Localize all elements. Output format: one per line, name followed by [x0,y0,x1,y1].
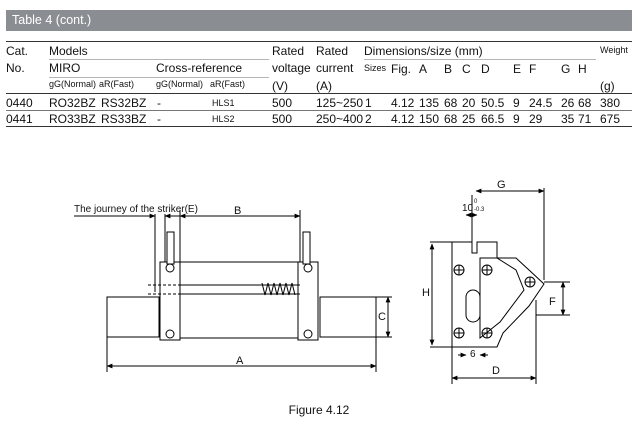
row-1-g: 26 [561,96,575,110]
dim-label-h: H [422,287,430,299]
row-1-ar: RS32BZ [101,96,147,110]
dim-tolerance-lower: -0.3 [474,207,485,213]
side-view [74,210,392,372]
dim-label-g: G [497,179,506,191]
row-2-e: 9 [513,112,520,126]
dim-label-b: B [234,205,242,217]
row-2-xref-ar: HLS2 [212,114,235,124]
row-1-weight: 380 [600,96,621,110]
header-weight: Weight [600,45,628,55]
row-2-c: 25 [462,112,476,126]
row-2-weight: 675 [600,112,621,126]
row-separator [6,110,632,111]
row-1-xref-ar: HLS1 [212,98,235,108]
header-miro: MIRO [49,61,81,75]
header-fig: Fig. [391,62,412,76]
table-title: Table 4 (cont.) [6,10,632,31]
header-cross-reference: Cross-reference [156,61,243,75]
row-2-current: 250~400 [316,112,364,126]
dim-label-a: A [236,355,244,367]
row-2-ar: RS33BZ [101,112,147,126]
row-2-h: 71 [578,112,592,126]
header-dimensions: Dimensions/size (mm) [364,44,483,58]
header-d: D [481,62,490,76]
figure-caption: Figure 4.12 [288,403,350,417]
row-1-e: 9 [513,96,520,110]
row-2-size: 2 [365,112,372,126]
dim-label-c: C [378,311,386,323]
dim-label-10: 10 [462,203,474,214]
header-rated-current-1: Rated [316,44,349,58]
header-ar-fast: aR(Fast) [99,79,135,89]
row-1-gg: RO32BZ [49,96,96,110]
header-rated-voltage-1: Rated [272,44,305,58]
row-2-f: 29 [529,112,543,126]
header-current-unit: (A) [316,79,332,93]
subheader-rule [49,77,269,78]
row-2-b: 68 [444,112,458,126]
striker-note: The journey of the striker(E) [74,204,198,215]
table-bottom-rule [6,126,632,127]
header-xref-gg-normal: gG(Normal) [156,79,204,89]
row-1-c: 20 [462,96,476,110]
models-rule [49,59,269,60]
dim-tolerance-upper: 0 [474,199,478,205]
row-2-cat: 0441 [6,112,33,126]
header-h: H [578,62,587,76]
row-1-cat: 0440 [6,96,33,110]
dimensions-rule [364,59,596,60]
row-2-fig: 4.12 [391,112,415,126]
header-b: B [444,62,453,76]
header-gg-normal: gG(Normal) [49,79,97,89]
header-c: C [462,62,471,76]
row-1-voltage: 500 [272,96,293,110]
header-g: G [561,62,571,76]
row-2-xref-gg: - [157,112,161,126]
header-cat: Cat. [6,44,29,58]
header-voltage-unit: (V) [272,79,288,93]
row-1-xref-gg: - [157,96,161,110]
row-2-a: 150 [419,112,440,126]
table-top-rule [6,41,632,42]
row-2-gg: RO33BZ [49,112,96,126]
header-current: current [316,61,354,75]
header-f: F [529,62,537,76]
row-1-a: 135 [419,96,440,110]
row-2-g: 35 [561,112,575,126]
header-bottom-rule [6,93,632,94]
row-1-fig: 4.12 [391,96,415,110]
row-1-f: 24.5 [529,96,553,110]
dim-label-6: 6 [470,349,476,360]
header-sizes: Sizes [364,63,387,73]
row-1-d: 50.5 [481,96,505,110]
dim-label-f: F [549,296,556,308]
header-voltage: voltage [272,61,311,75]
header-e: E [513,62,522,76]
row-1-size: 1 [365,96,372,110]
fuse-technical-drawing [74,188,570,384]
dim-label-d: D [492,365,500,377]
row-1-h: 68 [578,96,592,110]
row-2-d: 66.5 [481,112,505,126]
header-models: Models [49,44,88,58]
header-xref-ar-fast: aR(Fast) [210,79,246,89]
end-view [429,188,570,384]
header-a: A [419,62,428,76]
header-no: No. [6,61,25,75]
row-1-current: 125~250 [316,96,364,110]
header-weight-unit: (g) [600,79,615,93]
row-2-voltage: 500 [272,112,293,126]
row-1-b: 68 [444,96,458,110]
